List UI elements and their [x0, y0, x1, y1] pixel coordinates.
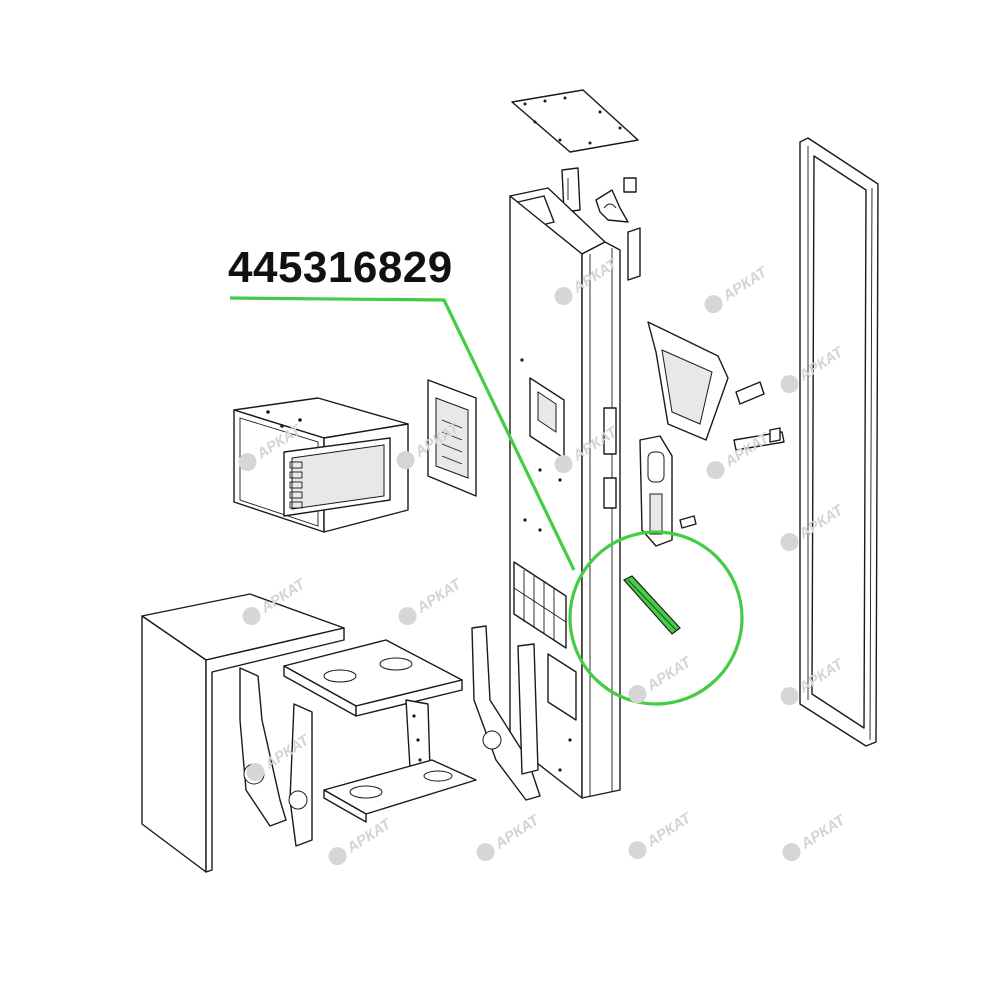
base-frame [283, 639, 463, 771]
slanted-frame [647, 321, 729, 441]
side-desk-panel [141, 593, 345, 873]
display-unit [233, 397, 409, 533]
highlight-circle [568, 530, 744, 706]
door-frame [799, 137, 879, 747]
part-number-label: 445316829 [228, 243, 453, 292]
callout-indicator [229, 296, 744, 706]
top-cover-plate [511, 89, 639, 153]
small-panel [427, 379, 477, 497]
tall-bracket [639, 435, 673, 547]
left-bracket-pair [239, 667, 313, 847]
angle-brackets [679, 381, 785, 529]
right-bracket-pair [471, 625, 541, 801]
top-brackets [561, 167, 641, 281]
leader-line [229, 296, 576, 571]
lower-plate [323, 759, 477, 823]
highlighted-part [623, 575, 681, 635]
